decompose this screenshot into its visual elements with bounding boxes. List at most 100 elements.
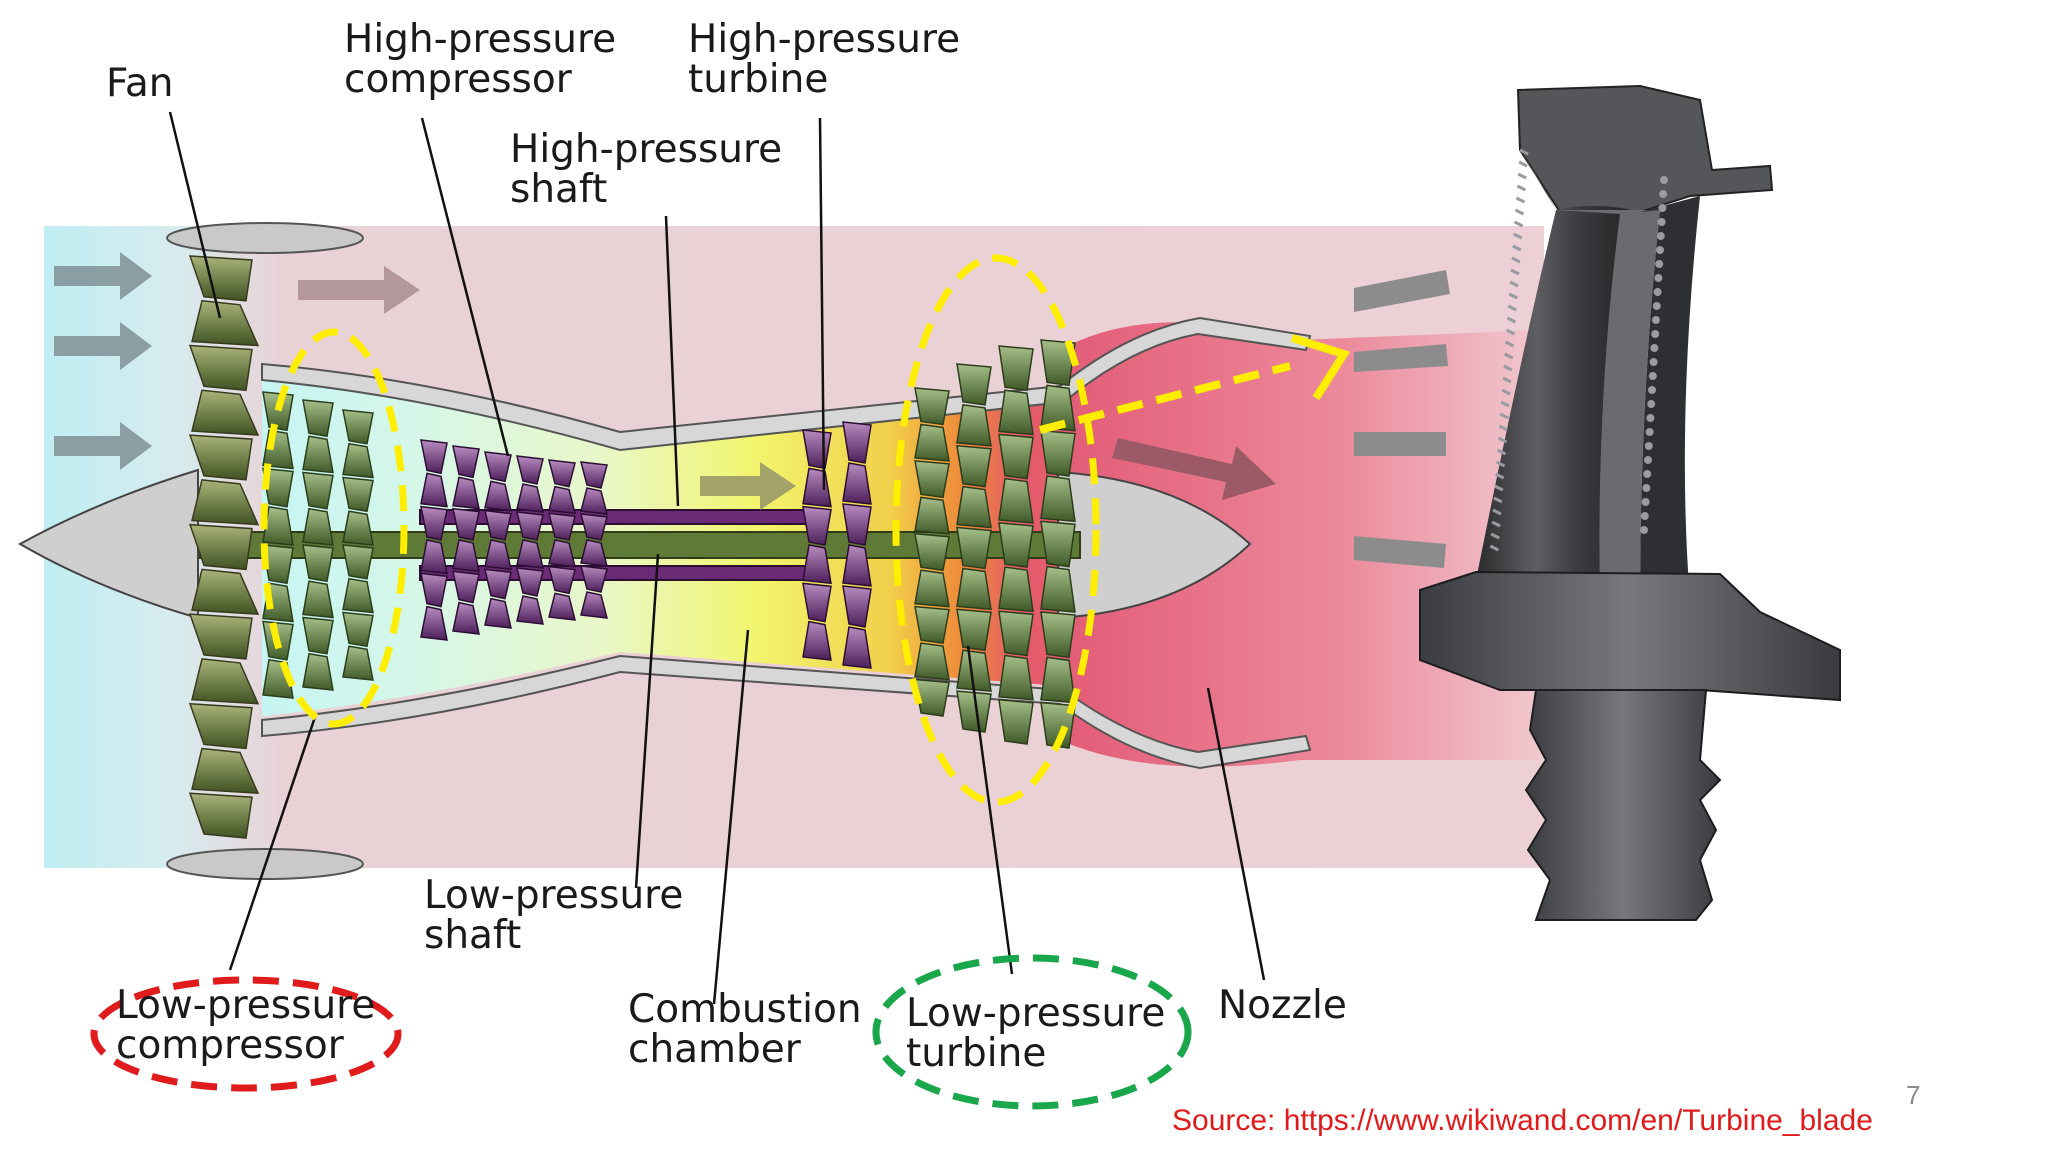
- core-arrow: [700, 462, 796, 510]
- cooling-hole: [1500, 400, 1510, 408]
- cooling-hole: [1513, 220, 1524, 228]
- cooling-hole: [1518, 160, 1528, 168]
- core-casing-top: [261, 316, 1312, 452]
- lp-compressor-label-highlight: [90, 976, 402, 1092]
- fan-blade-segment: [191, 658, 260, 705]
- cooling-hole: [1493, 496, 1503, 504]
- cooling-hole: [1656, 232, 1665, 240]
- hp-compressor-blade-segment: [452, 570, 480, 604]
- lp-compressor-blade-segment: [342, 442, 374, 479]
- hp-compressor-blade-segment: [548, 512, 576, 541]
- lp-turbine-highlight: [892, 254, 1100, 806]
- cooling-hole: [1508, 292, 1518, 300]
- cooling-hole: [1644, 442, 1653, 450]
- hp-compressor-blade-segment: [420, 539, 448, 575]
- lp-turbine-blades: [914, 339, 1076, 749]
- hp-compressor-blade-segment: [580, 487, 609, 515]
- lp-turbine-blade-segment: [914, 460, 950, 499]
- hp-compressor-blade-segment: [516, 511, 544, 541]
- lp-turbine-blade-segment: [956, 485, 992, 529]
- lp-compressor-blade-segment: [302, 435, 334, 474]
- cooling-hole: [1491, 520, 1501, 528]
- blade-callout-arrowhead: [1290, 334, 1351, 401]
- hp-shaft-line-1: High-pressure: [510, 127, 783, 172]
- cooling-hole: [1503, 364, 1513, 372]
- cooling-hole: [1515, 196, 1526, 204]
- lp-turbine-blade-segment: [914, 532, 950, 572]
- fan-blade-segment: [191, 299, 260, 347]
- lp-compressor-blade-segment: [302, 616, 334, 655]
- hp-turbine-blade-segment: [802, 620, 832, 661]
- cooling-hole: [1649, 358, 1658, 366]
- hp-compressor-line-2: compressor: [344, 57, 572, 102]
- lp-turbine-blade-segment: [998, 433, 1034, 480]
- cooling-hole: [1643, 470, 1652, 478]
- fan-blade-segment: [191, 747, 260, 795]
- fan-blade-segment: [188, 344, 253, 392]
- nacelle-top: [166, 222, 364, 254]
- lp-compressor-blade-segment: [342, 611, 374, 648]
- hp-turbine-blades: [802, 421, 872, 669]
- lp-compressor-highlight: [260, 328, 408, 728]
- cooling-hole: [1647, 400, 1656, 408]
- lp-shaft-label: Low-pressure shaft: [424, 876, 683, 956]
- lp-turbine-blade-segment: [956, 404, 992, 447]
- hp-compressor-blade-segment: [420, 572, 448, 608]
- hp-turbine-blade-segment: [842, 585, 872, 628]
- combustion-chamber-label: Combustion chamber: [628, 990, 862, 1070]
- source-citation[interactable]: Source: https://www.wikiwand.com/en/Turb…: [1172, 1104, 1873, 1137]
- cooling-hole: [1498, 424, 1508, 432]
- high-pressure-shaft-bar-lower: [419, 565, 821, 581]
- lp-compressor-blade-segment: [302, 507, 334, 546]
- cooling-hole: [1642, 484, 1651, 492]
- cooling-hole: [1656, 246, 1664, 254]
- cooling-hole: [1513, 232, 1523, 240]
- lp-compressor-blade-segment: [262, 505, 294, 546]
- lp-turbine-blade-segment: [914, 496, 950, 535]
- hp-compressor-label: High-pressure compressor: [344, 20, 616, 100]
- hp-compressor-blade-segment: [484, 509, 512, 541]
- cooling-hole: [1514, 208, 1525, 216]
- cooling-hole: [1495, 460, 1506, 468]
- lp-shaft-line-1: Low-pressure: [424, 873, 684, 918]
- lp-turbine-blade-segment: [956, 649, 992, 692]
- lp-turbine-blade-segment: [956, 526, 992, 570]
- hp-compressor-blade-segment: [484, 451, 512, 483]
- lp-compressor-blade-segment: [302, 544, 334, 583]
- bypass-exhaust-arrows: [1354, 270, 1450, 568]
- hp-compressor-blades: [420, 439, 609, 641]
- leader-lines: [168, 111, 1266, 1005]
- hp-compressor-blade-segment: [420, 472, 448, 508]
- blade-callout-arrow: [1039, 362, 1291, 434]
- hp-compressor-blade-segment: [484, 568, 512, 600]
- lp-turbine-blade-segment: [998, 654, 1034, 701]
- hp-compressor-blade-segment: [516, 595, 544, 625]
- lp-turbine-blade-segment: [956, 690, 992, 733]
- cooling-hole: [1505, 328, 1516, 336]
- cooling-hole: [1659, 190, 1668, 198]
- cooling-hole: [1651, 330, 1660, 338]
- lp-turbine-blade-segment: [914, 423, 950, 462]
- hp-turbine-line-2: turbine: [688, 57, 829, 102]
- lp-compressor-line-1: Low-pressure: [116, 983, 376, 1028]
- hp-compressor-blade-segment: [548, 459, 576, 488]
- hp-compressor-blade-segment: [580, 539, 609, 567]
- hp-compressor-line-1: High-pressure: [344, 17, 617, 62]
- lp-compressor-blade-segment: [342, 510, 374, 546]
- core-casing-bottom: [261, 654, 1312, 770]
- fan-blade-segment: [188, 792, 253, 839]
- cooling-hole: [1645, 428, 1654, 436]
- lp-turbine-blade-segment: [956, 608, 992, 652]
- intake-arrows: [54, 252, 152, 470]
- fan-blade-segment: [188, 523, 253, 571]
- hp-compressor-blade-segment: [548, 485, 576, 515]
- cooling-hole: [1495, 472, 1505, 480]
- cooling-hole: [1657, 218, 1666, 226]
- hp-compressor-blade-segment: [516, 483, 544, 513]
- hp-compressor-blade-segment: [548, 592, 576, 621]
- lp-shaft-line-2: shaft: [424, 913, 522, 958]
- lp-turbine-blade-segment: [1040, 611, 1076, 659]
- hp-compressor-blade-segment: [548, 539, 576, 568]
- cooling-hole: [1507, 304, 1517, 312]
